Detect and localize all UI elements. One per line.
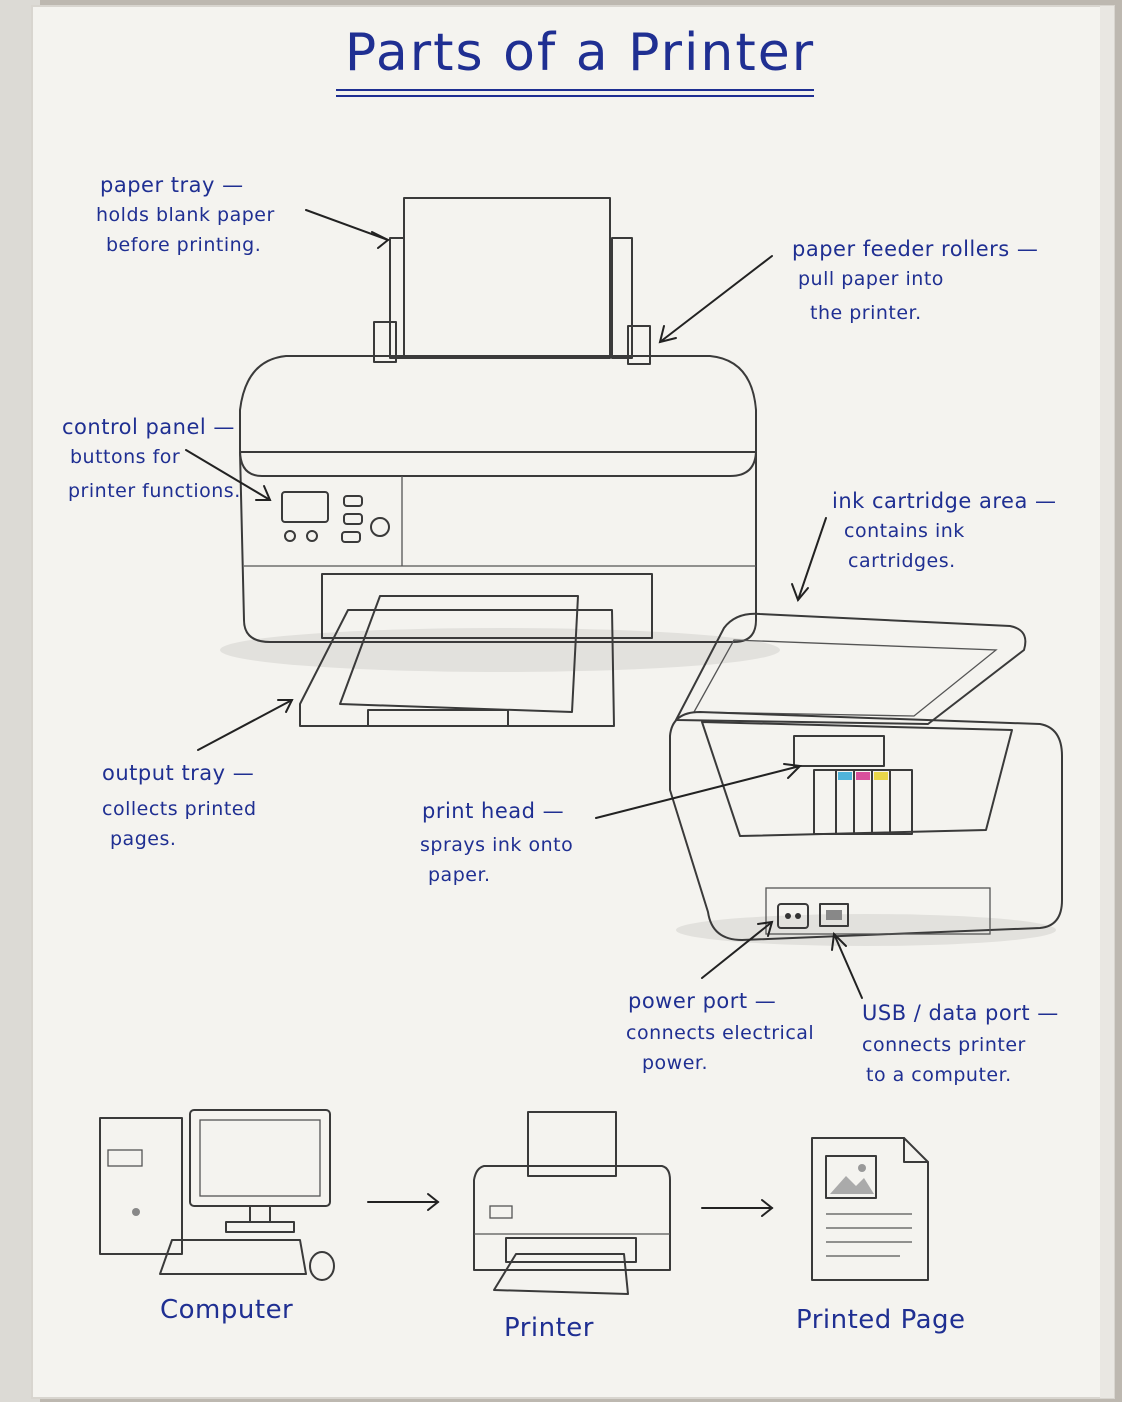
label-print-head: print head — sprays ink onto paper. bbox=[420, 798, 574, 892]
open-printer-illustration bbox=[669, 612, 1063, 946]
label-title: paper feeder rollers — bbox=[792, 237, 1039, 261]
label-desc-line: connects electrical bbox=[626, 1022, 815, 1044]
label-title: ink cartridge area — bbox=[832, 489, 1057, 513]
label-desc-line: pull paper into bbox=[798, 268, 944, 290]
label-title: control panel — bbox=[62, 415, 235, 439]
flow-label-printer: Printer bbox=[504, 1313, 594, 1343]
small-printer-icon bbox=[473, 1111, 671, 1295]
label-paper-tray: paper tray — holds blank paper before pr… bbox=[96, 172, 275, 262]
feeder-roller bbox=[627, 325, 651, 365]
main-printer-illustration bbox=[220, 197, 780, 727]
ink-cartridges bbox=[813, 769, 913, 835]
label-desc-line: printer functions. bbox=[68, 480, 241, 502]
label-desc-line: connects printer bbox=[862, 1034, 1026, 1056]
page-title: Parts of a Printer bbox=[344, 23, 816, 83]
flow-arrow-1 bbox=[367, 1193, 440, 1211]
title-underline bbox=[336, 89, 814, 97]
label-title: USB / data port — bbox=[862, 1001, 1059, 1025]
label-desc-line: contains ink bbox=[844, 520, 965, 542]
label-desc-line: pages. bbox=[110, 828, 177, 850]
printed-page-icon bbox=[811, 1137, 929, 1281]
computer-icon bbox=[99, 1109, 335, 1281]
usb-port bbox=[819, 903, 849, 927]
label-desc-line: paper. bbox=[428, 864, 491, 886]
label-desc-line: before printing. bbox=[106, 234, 262, 256]
label-output-tray: output tray — collects printed pages. bbox=[102, 760, 257, 856]
label-title: paper tray — bbox=[100, 173, 244, 197]
output-tray bbox=[299, 595, 615, 727]
label-desc-line: the printer. bbox=[810, 302, 922, 324]
feeder-paper bbox=[403, 197, 611, 359]
label-title: power port — bbox=[628, 989, 777, 1013]
label-title: output tray — bbox=[102, 761, 255, 785]
print-head bbox=[793, 735, 885, 767]
label-desc-line: collects printed bbox=[102, 798, 257, 820]
flow-label-computer: Computer bbox=[160, 1295, 294, 1325]
label-power-port: power port — connects electrical power. bbox=[626, 988, 815, 1080]
label-desc-line: cartridges. bbox=[848, 550, 956, 572]
flow-arrow-2 bbox=[701, 1199, 774, 1217]
label-ink-cartridge-area: ink cartridge area — contains ink cartri… bbox=[832, 488, 1057, 578]
label-desc-line: to a computer. bbox=[866, 1064, 1012, 1086]
label-desc-line: holds blank paper bbox=[96, 204, 275, 226]
label-desc-line: power. bbox=[642, 1052, 709, 1074]
label-control-panel: control panel — buttons for printer func… bbox=[62, 414, 241, 508]
label-title: print head — bbox=[422, 799, 565, 823]
label-desc-line: sprays ink onto bbox=[420, 834, 574, 856]
flow-label-printed-page: Printed Page bbox=[796, 1305, 966, 1335]
control-panel bbox=[281, 491, 390, 543]
callout-arrows bbox=[185, 209, 863, 999]
label-desc-line: buttons for bbox=[70, 446, 181, 468]
power-port bbox=[777, 903, 809, 929]
label-paper-feeder-rollers: paper feeder rollers — pull paper into t… bbox=[792, 236, 1038, 330]
label-usb-data-port: USB / data port — connects printer to a … bbox=[862, 1000, 1059, 1092]
